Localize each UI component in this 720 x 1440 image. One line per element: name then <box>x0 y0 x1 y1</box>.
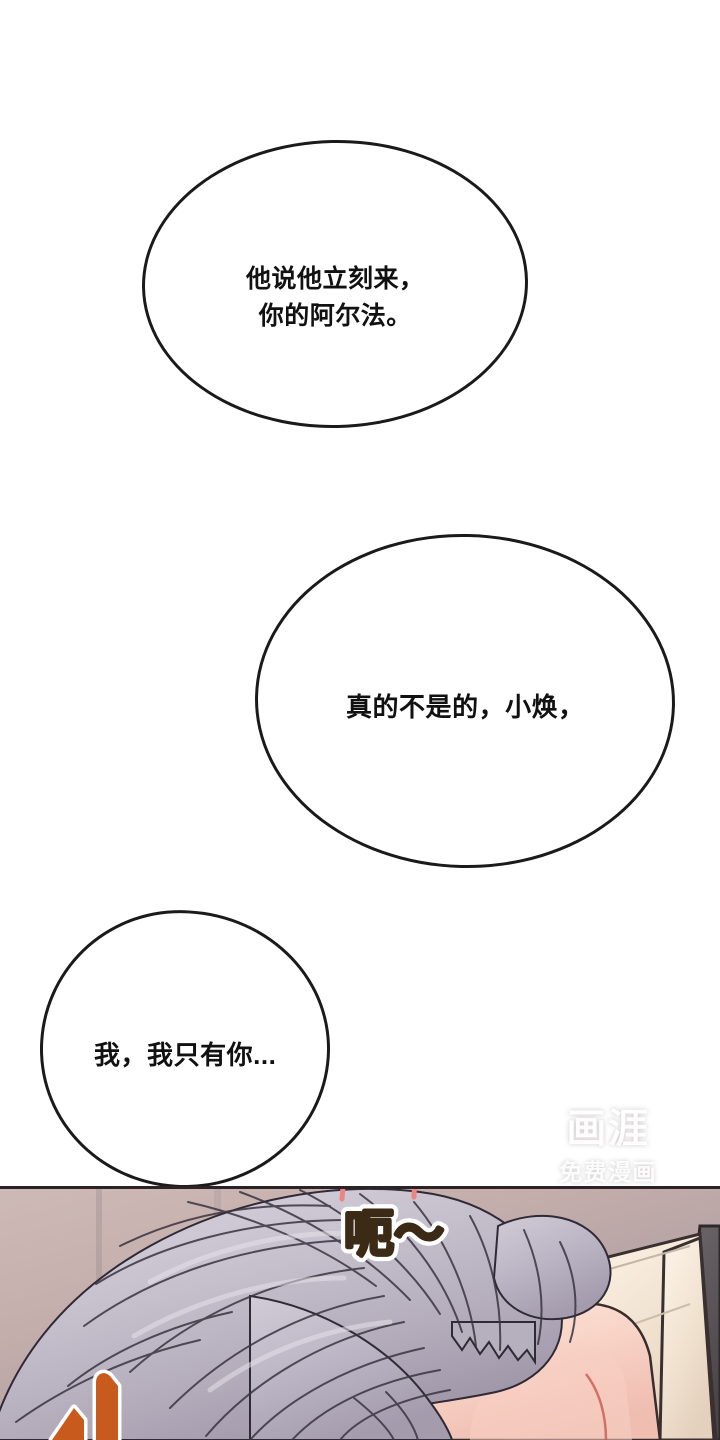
watermark-logo: 画涯 <box>566 1107 650 1151</box>
sfx-group: 呃～ 呃～ <box>338 1189 450 1269</box>
illustration-panel: 呃～ 呃～ <box>0 1186 720 1440</box>
collar-fold-line <box>605 1245 691 1271</box>
watermark: 画涯 免费漫画 <box>528 1108 688 1187</box>
sfx-erm-text: 呃～ <box>344 1205 444 1263</box>
panel-artwork <box>0 1189 720 1440</box>
sfx-crown-icon <box>339 1189 417 1202</box>
speech-bubble-1: 他说他立刻来， 你的阿尔法。 <box>139 135 531 433</box>
hair-edge-jagged <box>451 1321 536 1366</box>
speech-bubble-2-text: 真的不是的，小焕， <box>345 691 585 722</box>
watermark-subtitle: 免费漫画 <box>559 1159 657 1185</box>
speech-bubble-1-text: 他说他立刻来， 你的阿尔法。 <box>245 265 425 331</box>
speech-bubble-2: 真的不是的，小焕， <box>251 529 679 873</box>
hair-back-tuft <box>492 1214 612 1321</box>
speech-bubble-3-text: 我，我只有你... <box>93 1039 277 1070</box>
hair-highlight-lines <box>131 1230 393 1393</box>
sfx-orange-left <box>48 1369 122 1440</box>
jaw-line <box>585 1373 608 1440</box>
sfx-erm-halo: 呃～ <box>344 1205 444 1263</box>
hair-strand-lines <box>15 1189 577 1440</box>
hair-fringe <box>249 1294 454 1440</box>
speech-bubble-3: 我，我只有你... <box>35 905 335 1193</box>
background-stripe <box>96 1189 102 1339</box>
collar-piece-b <box>658 1235 716 1440</box>
